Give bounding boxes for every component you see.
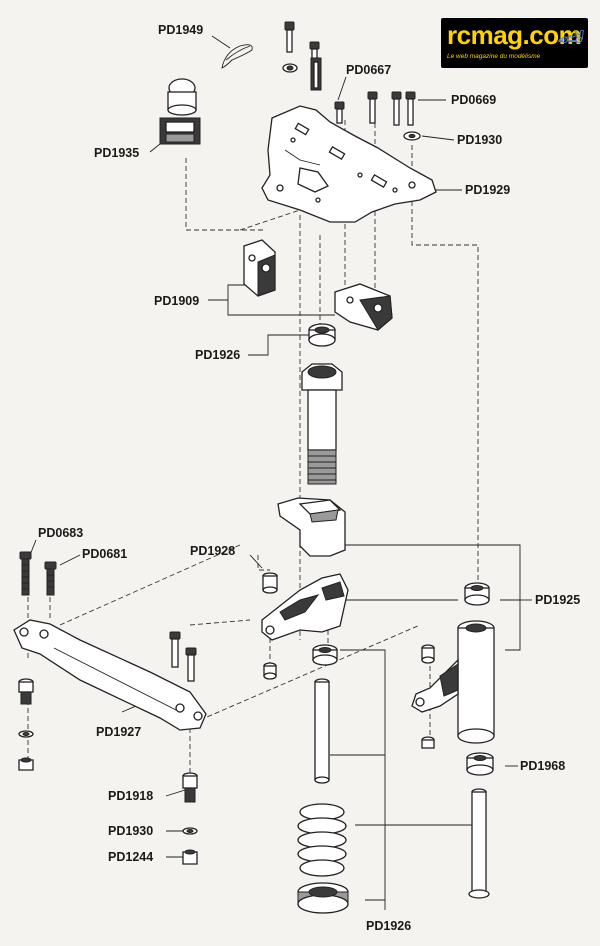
label-pd1930-bottom: PD1930 (108, 824, 153, 838)
kingpin-shaft-part (314, 678, 330, 784)
logo-tagline: Le web magazine du modélisme (447, 53, 541, 60)
label-pd1909: PD1909 (154, 294, 199, 308)
label-pd0681: PD0681 (82, 547, 127, 561)
label-pd1925: PD1925 (535, 593, 580, 607)
bottom-nut-part (297, 882, 349, 914)
kingpin-bolt-part (301, 363, 343, 485)
body-clip-part (221, 44, 253, 69)
leader-lines (29, 35, 532, 910)
right-steering-arm-part (411, 620, 495, 744)
pivot-collar-part (262, 572, 278, 680)
label-pd1926-bottom: PD1926 (366, 919, 411, 933)
upper-steering-arm-part (277, 497, 346, 557)
label-pd0667: PD0667 (346, 63, 391, 77)
label-pd1935: PD1935 (94, 146, 139, 160)
right-shaft-part (468, 788, 490, 899)
label-pd0683: PD0683 (38, 526, 83, 540)
center-steering-arm-part (261, 573, 349, 641)
label-pd1926-top: PD1926 (195, 348, 240, 362)
logo-wordmark: rcmag.com (447, 20, 582, 50)
label-pd1928: PD1928 (190, 544, 235, 558)
steering-link-part (13, 619, 207, 731)
label-pd1918: PD1918 (108, 789, 153, 803)
body-post-part (159, 78, 201, 145)
label-pd1949: PD1949 (158, 23, 203, 37)
label-pd1968: PD1968 (520, 759, 565, 773)
label-pd1930-top: PD1930 (457, 133, 502, 147)
rc-car-icon: 🏎 (557, 24, 585, 49)
label-pd1244: PD1244 (108, 850, 153, 864)
part-labels: PD1949 PD1935 PD0667 PD0669 PD1930 PD192… (38, 23, 580, 933)
top-screws (282, 21, 421, 141)
upper-bearing-part (308, 323, 336, 347)
mount-blocks-part (243, 239, 393, 331)
right-bearing-part (464, 582, 490, 606)
spring-part (297, 803, 347, 877)
ball-stud-stack (182, 772, 198, 865)
label-pd1929: PD1929 (465, 183, 510, 197)
right-small-collar-part (421, 644, 435, 749)
middle-bearing-part (312, 644, 338, 666)
top-plate-part (261, 105, 437, 223)
label-pd1927: PD1927 (96, 725, 141, 739)
left-screws (19, 551, 197, 682)
right-lower-bearing-part (466, 752, 494, 776)
rcmag-logo: rcmag.com 🏎 Le web magazine du modélisme (441, 18, 588, 68)
left-ball-stud-stack (18, 678, 34, 771)
label-pd0669: PD0669 (451, 93, 496, 107)
